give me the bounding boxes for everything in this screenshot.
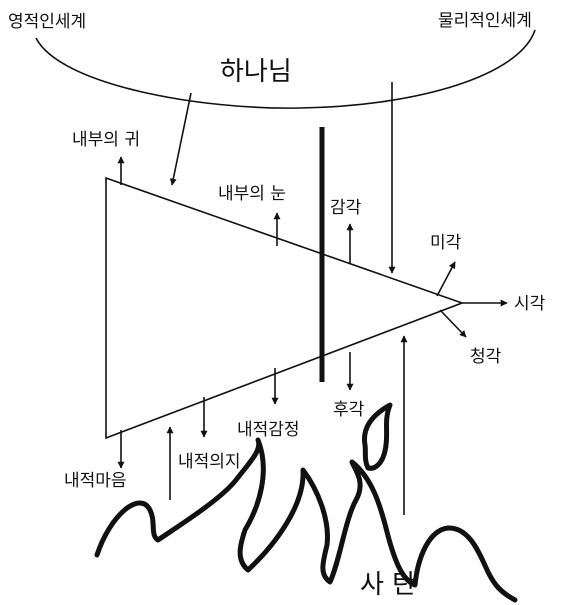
small-flame bbox=[361, 402, 393, 471]
heaven-bowl bbox=[35, 29, 536, 109]
label-inner-eye: 내부의 눈 bbox=[218, 184, 286, 204]
label-god: 하나님 bbox=[220, 57, 292, 87]
label-inner-emotion: 내적감정 bbox=[237, 420, 300, 440]
arrow-taste bbox=[436, 261, 456, 297]
flames bbox=[94, 437, 518, 603]
label-hearing: 청각 bbox=[470, 347, 502, 367]
label-sight: 시각 bbox=[514, 294, 546, 314]
arrow-spirit-in bbox=[169, 92, 192, 186]
label-satan: 사 탄 bbox=[360, 570, 416, 600]
label-physical-world: 물리적인세계 bbox=[438, 11, 532, 31]
label-inner-mind: 내적마음 bbox=[64, 471, 127, 491]
label-inner-will: 내적의지 bbox=[178, 452, 241, 472]
label-taste: 미각 bbox=[430, 233, 462, 253]
label-sensation: 감각 bbox=[330, 198, 362, 218]
person-triangle bbox=[105, 176, 465, 440]
arrow-hearing bbox=[439, 309, 467, 338]
label-smell: 후각 bbox=[333, 400, 365, 420]
label-inner-ear: 내부의 귀 bbox=[72, 130, 140, 150]
label-spiritual-world: 영적인세계 bbox=[8, 12, 86, 32]
